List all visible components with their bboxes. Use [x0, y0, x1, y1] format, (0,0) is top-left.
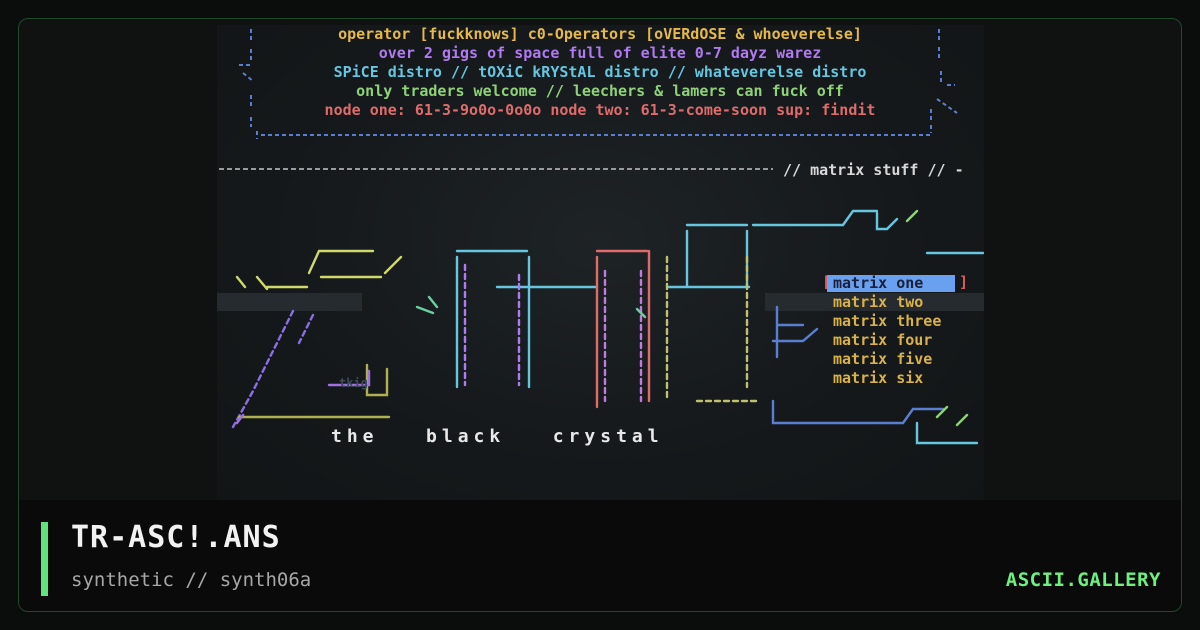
site-brand-link[interactable]: ASCII.GALLERY: [1005, 569, 1161, 591]
header-frame: [239, 29, 958, 139]
header-line-1: operator [fuckknows] c0-Operators [oVERd…: [338, 25, 862, 43]
card-footer: TR-ASC!.ANS synthetic // synth06a ASCII.…: [19, 500, 1181, 611]
glow-band-right: [765, 293, 984, 311]
header-line-2: over 2 gigs of space full of elite 0-7 d…: [379, 44, 822, 62]
matrix-menu: [ ] matrix one matrix two matrix three m…: [822, 273, 968, 387]
section-label: // matrix stuff // -: [783, 161, 964, 179]
accent-bar: [41, 522, 48, 596]
header-lines: operator [fuckknows] c0-Operators [oVERd…: [325, 25, 876, 119]
artwork-title: TR-ASC!.ANS: [71, 520, 281, 555]
art-tagline: the black crystal: [331, 426, 664, 447]
header-line-5: node one: 61-3-9o0o-0o0o node two: 61-3-…: [325, 101, 876, 119]
menu-item-matrix-four[interactable]: matrix four: [833, 331, 932, 349]
menu-bracket-left: [: [822, 273, 831, 291]
header-line-3: SPiCE distro // tOXiC kRYStAL distro // …: [334, 63, 867, 81]
ansi-artwork-canvas: operator [fuckknows] c0-Operators [oVERd…: [217, 25, 984, 447]
logo-strokes: [231, 209, 984, 445]
artwork-author: synthetic // synth06a: [71, 569, 312, 591]
menu-item-matrix-three[interactable]: matrix three: [833, 312, 941, 330]
menu-item-matrix-two[interactable]: matrix two: [833, 293, 923, 311]
glow-band-left: [217, 293, 362, 311]
menu-item-matrix-five[interactable]: matrix five: [833, 350, 932, 368]
art-tag: tkig: [339, 376, 368, 390]
menu-item-matrix-one[interactable]: matrix one: [833, 274, 923, 292]
menu-selection-highlight: [827, 275, 955, 292]
menu-item-matrix-six[interactable]: matrix six: [833, 369, 923, 387]
menu-bracket-right: ]: [959, 273, 968, 291]
header-line-4: only traders welcome // leechers & lamer…: [356, 82, 844, 100]
card-frame: operator [fuckknows] c0-Operators [oVERd…: [18, 18, 1182, 612]
ansi-artwork: operator [fuckknows] c0-Operators [oVERd…: [217, 25, 984, 501]
